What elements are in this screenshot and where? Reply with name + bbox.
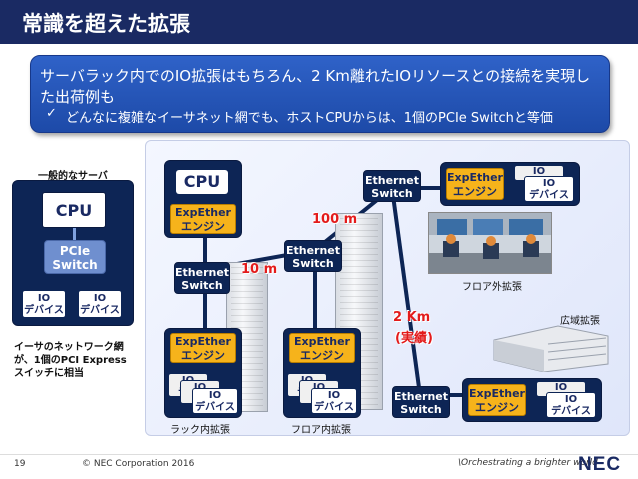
- slide-title: 常識を超えた拡張: [22, 12, 190, 36]
- ethernet-label: Ethernet: [393, 390, 449, 403]
- tagline-text: \Orchestrating a brighter world: [458, 458, 598, 468]
- expether-engine-wide: ExpEther エンジン: [468, 384, 526, 416]
- server-pcie-switch: PCIe Switch: [44, 240, 106, 274]
- copyright-text: © NEC Corporation 2016: [82, 459, 195, 469]
- callout-box: [30, 55, 610, 133]
- ethernet-label: Switch: [371, 187, 413, 200]
- io-label: IO: [532, 166, 546, 177]
- ethernet-switch-floor: Ethernet Switch: [284, 240, 342, 272]
- io-label: IO: [300, 382, 338, 394]
- callout-text-line2: た出荷例も: [40, 88, 116, 106]
- io-label: IO: [181, 382, 219, 394]
- io-label: IO: [93, 293, 107, 304]
- floor-io-device-front: IO デバイス: [311, 388, 357, 414]
- expether-label: ExpEther: [175, 206, 231, 219]
- server-connector: [73, 228, 76, 240]
- server-cpu-label: CPU: [55, 201, 93, 220]
- caption-wide: 広域拡張: [560, 316, 600, 327]
- rack-io-device-front: IO デバイス: [192, 388, 238, 414]
- expether-label: エンジン: [300, 349, 344, 362]
- distance-2km: 2 Km: [393, 310, 431, 325]
- host-cpu-chip: CPU: [176, 170, 228, 194]
- check-icon: ✓: [46, 106, 57, 121]
- expether-label: ExpEther: [294, 335, 350, 348]
- io-label: IO: [564, 394, 578, 405]
- distance-100m: 100 m: [312, 212, 358, 227]
- expether-engine-floor: ExpEther エンジン: [289, 333, 355, 363]
- expether-label: エンジン: [475, 401, 519, 414]
- expether-label: エンジン: [181, 220, 225, 233]
- distance-2km-note: (実績): [395, 331, 433, 346]
- io-label: デバイス: [24, 305, 64, 316]
- datacenter-building-illustration: [493, 325, 609, 373]
- server-note: イーサのネットワーク網 が、1個のPCI Express スイッチに相当: [14, 341, 142, 380]
- host-cpu-label: CPU: [183, 172, 221, 191]
- io-label: IO: [37, 293, 51, 304]
- wide-io-device-front: IO デバイス: [546, 392, 596, 418]
- caption-rack: ラック内拡張: [170, 425, 230, 436]
- ethernet-label: Ethernet: [175, 266, 230, 279]
- nec-logo: NEC: [578, 454, 622, 475]
- typical-server-heading: 一般的なサーバ: [38, 171, 108, 182]
- ethernet-switch-outside: Ethernet Switch: [363, 170, 421, 202]
- ethernet-label: Switch: [400, 403, 442, 416]
- control-room-illustration: [429, 213, 551, 273]
- note-line: スイッチに相当: [14, 368, 84, 379]
- server-io-device-1: IO デバイス: [22, 290, 66, 318]
- expether-label: ExpEther: [469, 387, 525, 400]
- caption-outside: フロア外拡張: [462, 282, 522, 293]
- ethernet-label: Switch: [181, 279, 223, 292]
- io-label: デバイス: [551, 406, 591, 417]
- control-room-image: [428, 212, 552, 274]
- expether-label: ExpEther: [447, 171, 503, 184]
- ethernet-switch-rack: Ethernet Switch: [174, 262, 230, 294]
- expether-engine-outside: ExpEther エンジン: [446, 168, 504, 200]
- expether-label: ExpEther: [175, 335, 231, 348]
- datacenter-building-image: [488, 320, 612, 373]
- ethernet-label: Ethernet: [364, 174, 420, 187]
- io-label: デバイス: [195, 402, 235, 413]
- link-2km: [390, 187, 422, 396]
- expether-label: エンジン: [181, 349, 225, 362]
- expether-engine-rack: ExpEther エンジン: [170, 333, 236, 363]
- ethernet-label: Switch: [292, 257, 334, 270]
- ethernet-label: Ethernet: [285, 244, 341, 257]
- io-label: IO: [542, 178, 556, 189]
- io-label: IO: [554, 382, 568, 393]
- title-bar: [0, 0, 638, 44]
- io-label: IO: [327, 390, 341, 401]
- io-label: デバイス: [529, 190, 569, 201]
- io-label: IO: [208, 390, 222, 401]
- io-label: デバイス: [80, 305, 120, 316]
- callout-text-line1: サーバラック内でのIO拡張はもちろん、2 Km離れたIOリソースとの接続を実現し: [40, 67, 591, 85]
- distance-10m: 10 m: [241, 262, 278, 277]
- ethernet-switch-wide: Ethernet Switch: [392, 386, 450, 418]
- server-cpu-chip: CPU: [42, 192, 106, 228]
- note-line: が、1個のPCI Express: [14, 355, 127, 366]
- caption-floor: フロア内拡張: [291, 425, 351, 436]
- io-label: デバイス: [314, 402, 354, 413]
- server-io-device-2: IO デバイス: [78, 290, 122, 318]
- note-line: イーサのネットワーク網: [14, 342, 124, 353]
- expether-label: エンジン: [453, 185, 497, 198]
- pcie-label-2: Switch: [52, 258, 98, 272]
- footer-bar: [0, 454, 638, 479]
- outside-io-device-front: IO デバイス: [524, 176, 574, 202]
- expether-engine-host: ExpEther エンジン: [170, 204, 236, 234]
- callout-text-line3: どんなに複雑なイーサネット網でも、ホストCPUからは、1個のPCIe Switc…: [66, 111, 553, 126]
- page-number: 19: [14, 459, 26, 469]
- pcie-label-1: PCIe: [59, 244, 91, 258]
